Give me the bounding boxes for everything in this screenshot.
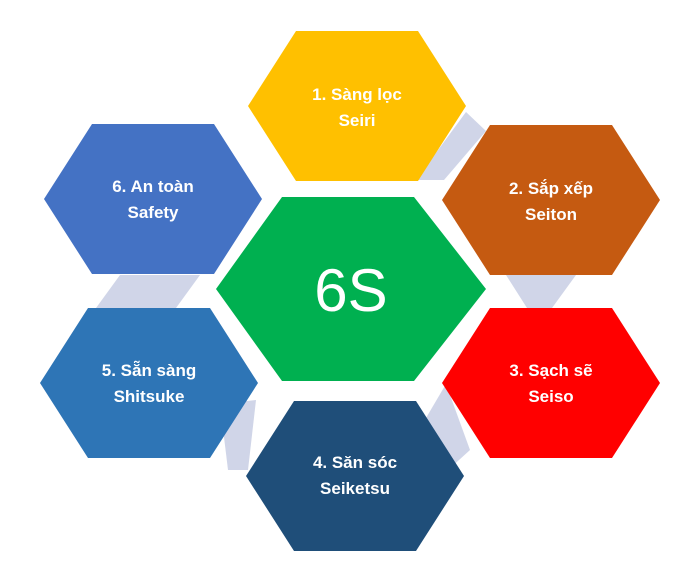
connectors — [96, 112, 576, 470]
hexagon-3-subtitle: Seiso — [528, 387, 573, 406]
hexagon-2-subtitle: Seiton — [525, 205, 577, 224]
hexagon-5-title: 5. Sẵn sàng — [102, 360, 196, 380]
hexagon-2: 2. Sắp xếp Seiton — [442, 125, 660, 275]
hexagon-3-title: 3. Sạch sẽ — [509, 361, 592, 380]
hexagon-1-shape — [248, 31, 466, 181]
hexagon-5-subtitle: Shitsuke — [114, 387, 185, 406]
connector-3-4 — [426, 384, 470, 470]
center-label: 6S — [314, 257, 387, 324]
hexagon-1-title: 1. Sàng lọc — [312, 85, 402, 104]
hexagon-5-shape — [40, 308, 258, 458]
hexagon-4-subtitle: Seiketsu — [320, 479, 390, 498]
connector-5-6 — [96, 275, 200, 308]
center-hexagon: 6S — [216, 197, 486, 381]
hexagon-3-shape — [442, 308, 660, 458]
center-hexagon-shape — [216, 197, 486, 381]
hexagon-2-title: 2. Sắp xếp — [509, 179, 593, 198]
hexagon-1: 1. Sàng lọc Seiri — [248, 31, 466, 181]
connector-1-2 — [416, 112, 486, 180]
hexagon-6-title: 6. An toàn — [112, 177, 194, 196]
hexagon-2-shape — [442, 125, 660, 275]
hexagon-6-subtitle: Safety — [127, 203, 179, 222]
hexagon-1-subtitle: Seiri — [339, 111, 376, 130]
hexagon-6-shape — [44, 124, 262, 274]
hexagon-4-shape — [246, 401, 464, 551]
hexagon-4: 4. Săn sóc Seiketsu — [246, 401, 464, 551]
hexagon-3: 3. Sạch sẽ Seiso — [442, 308, 660, 458]
connector-2-3 — [506, 275, 576, 308]
hexagon-5: 5. Sẵn sàng Shitsuke — [40, 308, 258, 458]
hexagon-4-title: 4. Săn sóc — [313, 453, 397, 472]
hexagon-6: 6. An toàn Safety — [44, 124, 262, 274]
